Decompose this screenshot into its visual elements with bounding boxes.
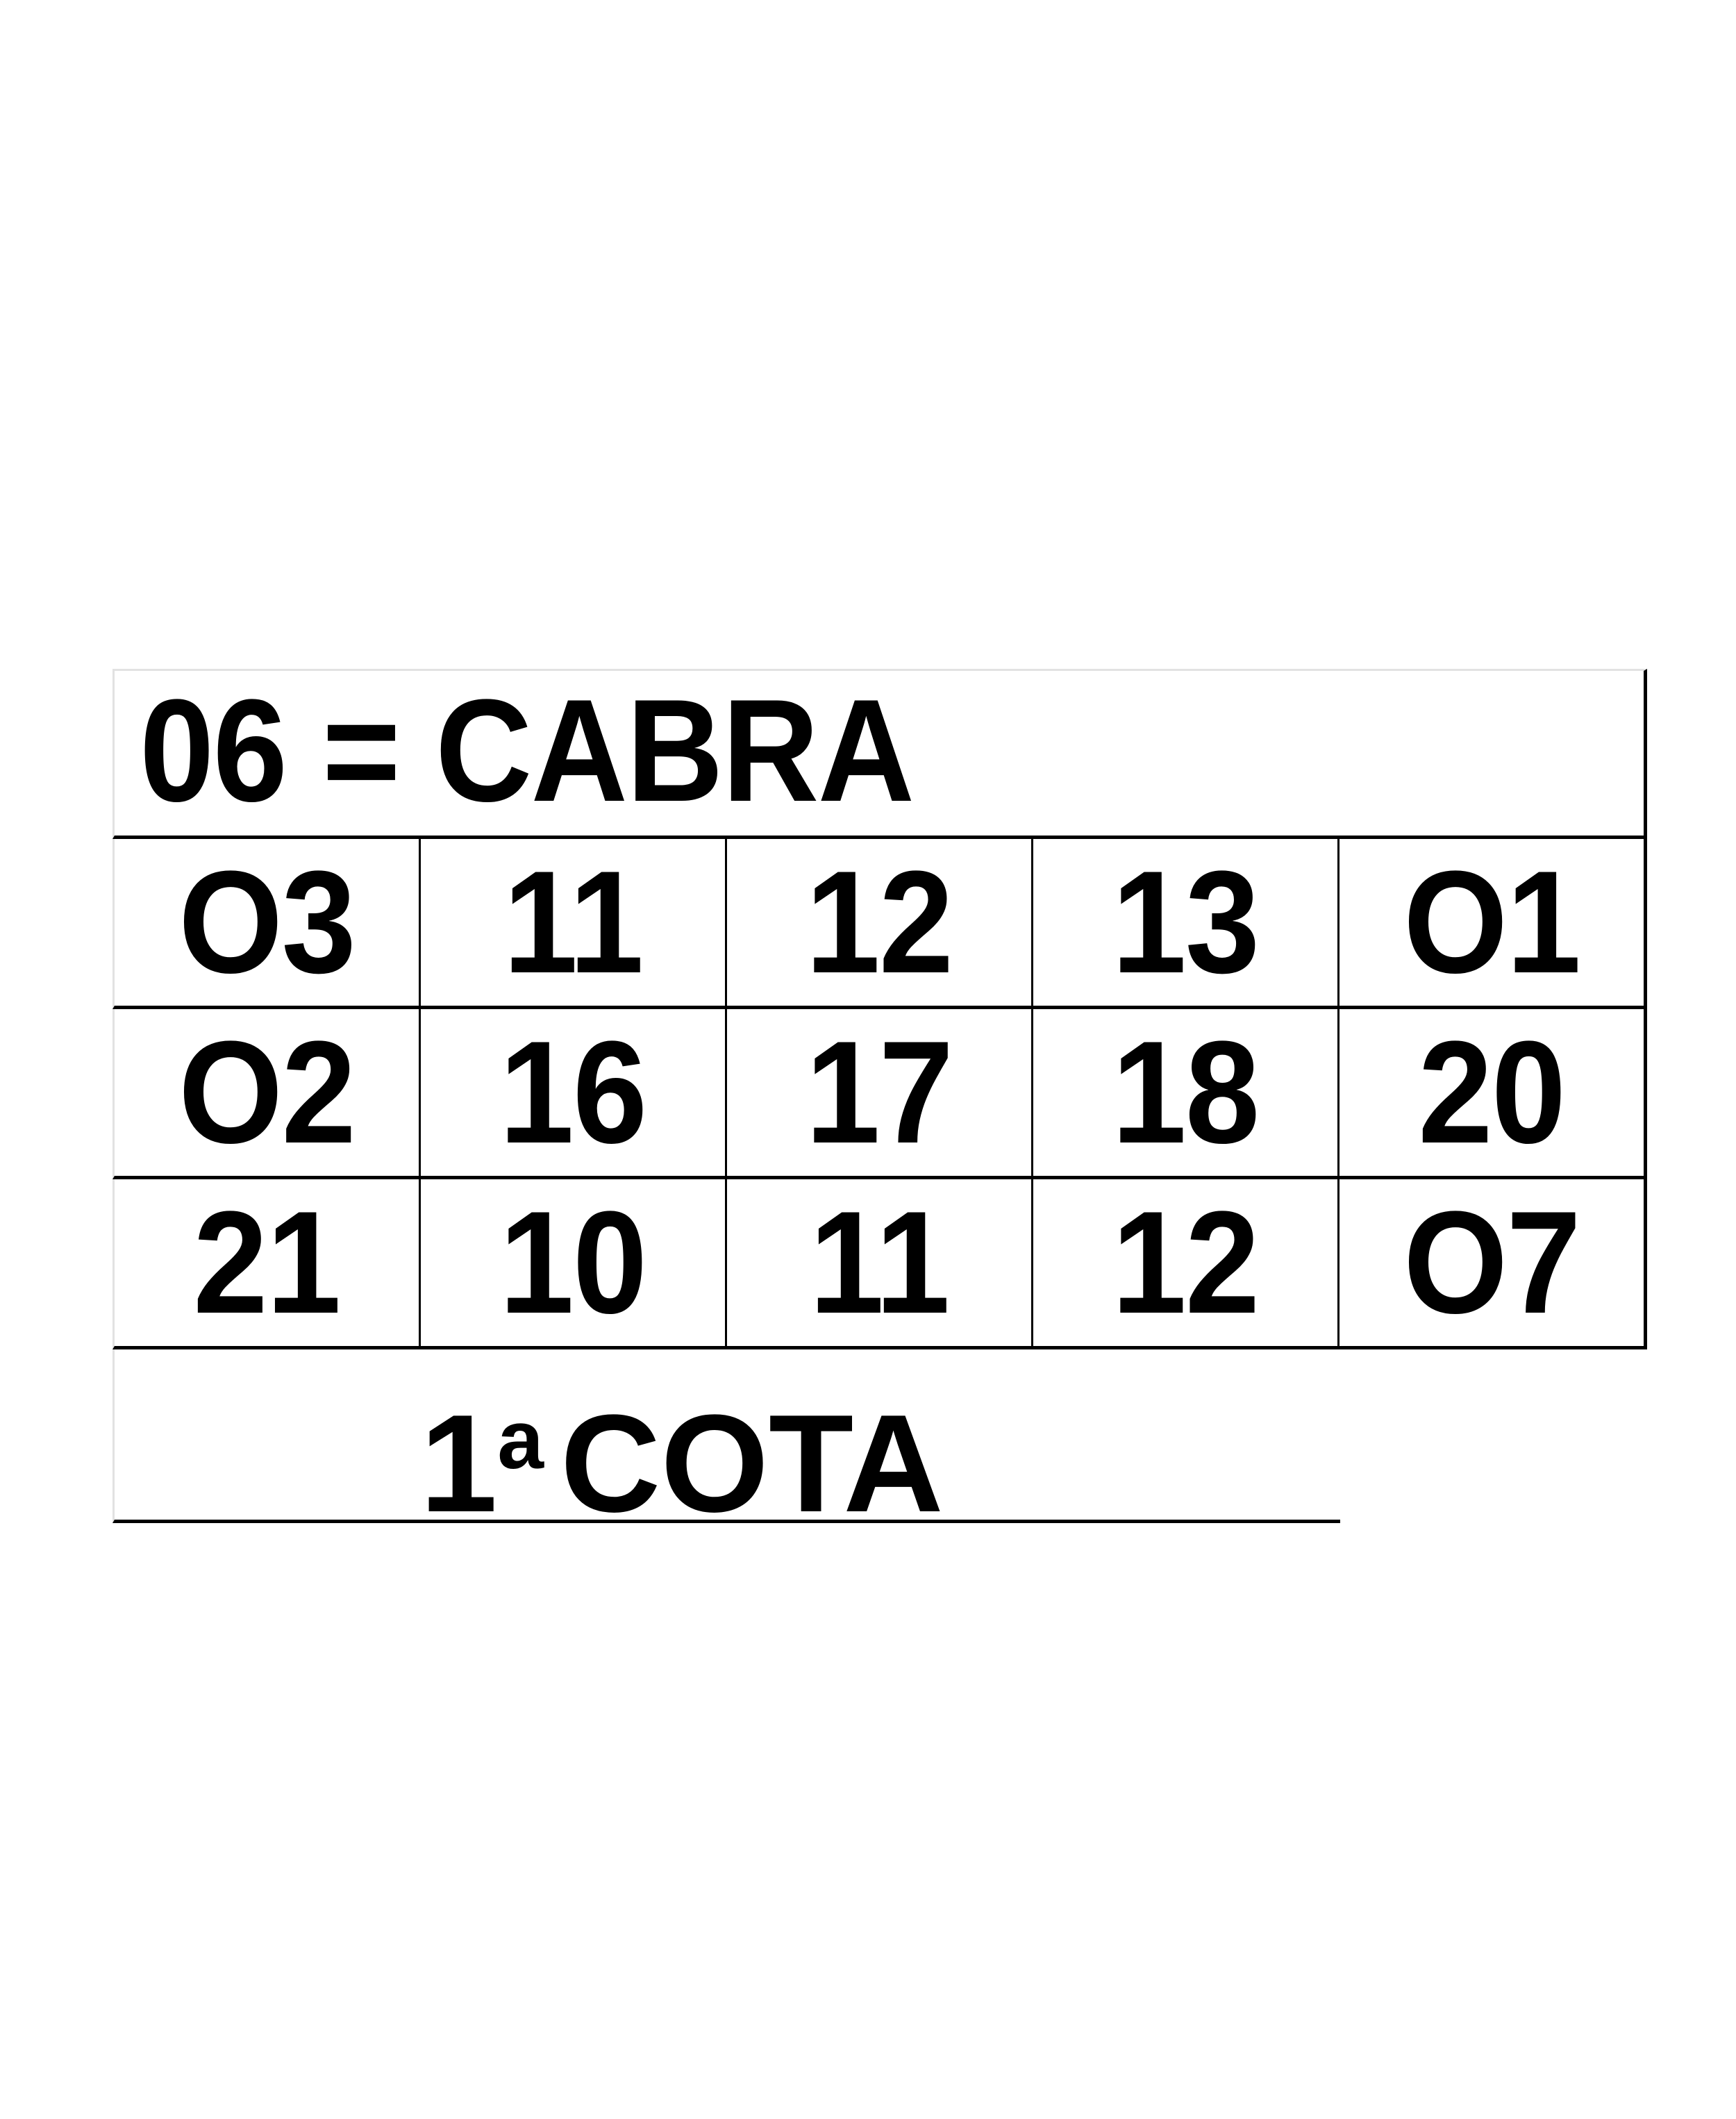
grid-cell-value: 17 xyxy=(806,1011,953,1174)
number-grid: O3 11 12 13 O1 O2 16 17 18 20 21 10 11 1… xyxy=(112,839,1647,1349)
grid-cell-value: 20 xyxy=(1418,1011,1566,1174)
number-card: 06 = CABRA O3 11 12 13 O1 O2 16 17 18 20… xyxy=(112,669,1647,1534)
grid-cell-value: 10 xyxy=(499,1181,647,1344)
grid-cell: 16 xyxy=(419,1009,725,1179)
grid-cell: 12 xyxy=(725,839,1031,1009)
grid-cell-value: 16 xyxy=(499,1011,647,1174)
grid-cell-value: 13 xyxy=(1112,840,1260,1004)
quota-word: COTA xyxy=(560,1386,944,1541)
grid-cell: 18 xyxy=(1031,1009,1337,1179)
grid-cell-value: 21 xyxy=(193,1181,341,1344)
grid-cell-value: 18 xyxy=(1112,1011,1260,1174)
grid-cell-value: O2 xyxy=(178,1011,356,1174)
grid-cell-value: 11 xyxy=(809,1181,950,1344)
grid-cell: O2 xyxy=(112,1009,419,1179)
grid-cell-value: O7 xyxy=(1403,1181,1581,1344)
quota-number: 1 xyxy=(420,1386,498,1541)
grid-cell: 21 xyxy=(112,1179,419,1349)
grid-cell: 11 xyxy=(419,839,725,1009)
grid-cell: 10 xyxy=(419,1179,725,1349)
grid-cell: 12 xyxy=(1031,1179,1337,1349)
grid-cell-value: 11 xyxy=(503,840,644,1004)
grid-cell-value: O3 xyxy=(178,840,356,1004)
grid-cell-value: 12 xyxy=(806,840,953,1004)
grid-cell-value: 12 xyxy=(1112,1181,1260,1344)
grid-cell: 20 xyxy=(1337,1009,1644,1179)
grid-cell-value: O1 xyxy=(1403,840,1581,1004)
grid-cell: 17 xyxy=(725,1009,1031,1179)
card-header: 06 = CABRA xyxy=(112,669,1647,839)
quota-ordinal: a xyxy=(497,1393,544,1486)
grid-cell: O1 xyxy=(1337,839,1644,1009)
grid-cell: 13 xyxy=(1031,839,1337,1009)
card-title: 06 = CABRA xyxy=(140,669,915,832)
grid-cell: 11 xyxy=(725,1179,1031,1349)
grid-cell: O3 xyxy=(112,839,419,1009)
grid-cell: O7 xyxy=(1337,1179,1644,1349)
